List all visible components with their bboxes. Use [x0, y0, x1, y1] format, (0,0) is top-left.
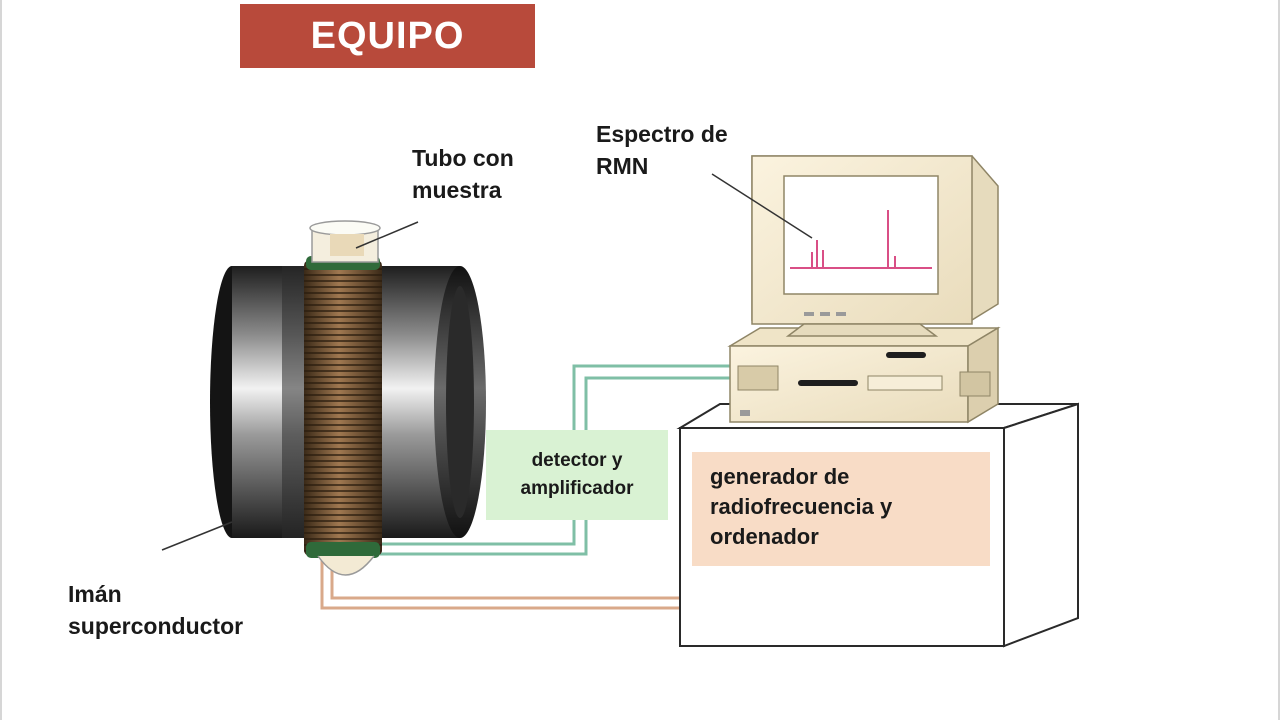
- detector-amplifier-box: detector y amplificador: [486, 430, 668, 520]
- frame-left-border: [0, 0, 2, 720]
- sample-tube-icon: [309, 220, 381, 576]
- monitor-icon: [751, 155, 999, 337]
- rf-generator-computer-box: generador de radiofrecuencia y ordenador: [692, 452, 990, 566]
- coil-icon: [304, 256, 382, 558]
- label-line: superconductor: [68, 613, 244, 639]
- label-line: generador de: [710, 464, 850, 489]
- label-line: detector y: [531, 450, 623, 471]
- leader-iman: [161, 521, 233, 551]
- title-banner: EQUIPO: [240, 4, 535, 68]
- label-line: amplificador: [520, 478, 634, 499]
- frame-right-border: [1278, 0, 1280, 720]
- leader-lines: [161, 173, 813, 551]
- label-line: radiofrecuencia y: [710, 494, 893, 519]
- label-line: Espectro de: [596, 121, 728, 147]
- label-line: ordenador: [710, 524, 819, 549]
- label-line: Imán: [68, 581, 122, 607]
- label-line: Tubo con: [412, 145, 514, 171]
- label-line: RMN: [596, 153, 649, 179]
- label-sample-tube: Tubo con muestra: [412, 142, 514, 206]
- page-title: EQUIPO: [310, 14, 465, 57]
- label-nmr-spectrum: Espectro de RMN: [596, 118, 728, 182]
- nmr-spectrum-plot: [790, 210, 932, 269]
- label-superconducting-magnet: Imán superconductor: [68, 578, 243, 642]
- leader-espectro: [711, 173, 813, 239]
- label-line: muestra: [412, 177, 502, 203]
- leader-tubo: [355, 221, 419, 249]
- computer-case-icon: [727, 326, 1001, 424]
